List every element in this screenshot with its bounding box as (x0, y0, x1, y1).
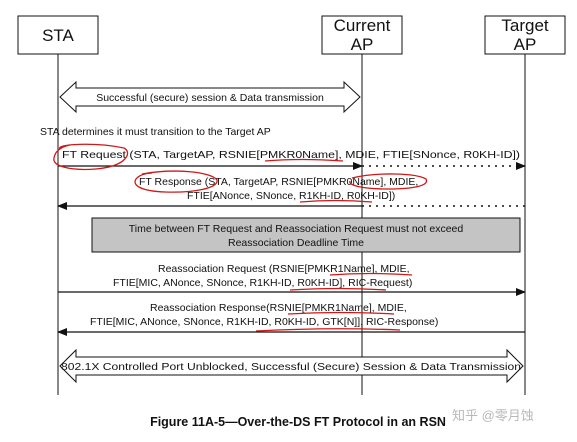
session-bottom-label: 802.1X Controlled Port Unblocked, Succes… (61, 361, 521, 373)
ft-response-label-line1: FT Response (STA, TargetAP, RSNIE[PMKR0N… (139, 176, 418, 188)
target-ap-label-line1: Target (501, 16, 549, 35)
reassoc-request-label-line2: FTIE[MIC, ANonce, SNonce, R1KH-ID, R0KH-… (113, 277, 412, 289)
ft-request-label: FT Request (STA, TargetAP, RSNIE[PMKR0Na… (62, 149, 520, 161)
figure-caption: Figure 11A-5—Over-the-DS FT Protocol in … (150, 415, 446, 429)
sta-box (17, 15, 99, 55)
current-ap-label-line2: AP (351, 35, 374, 54)
session-top-label: Successful (secure) session & Data trans… (96, 92, 324, 104)
r1kh-underline-reassoc-response (255, 328, 401, 332)
pmkr1name-underline-response (287, 311, 395, 315)
pmkr1name-underline-request (329, 272, 413, 276)
deadline-box (91, 217, 521, 253)
watermark: 知乎 @零月蚀 (452, 408, 534, 423)
reassoc-response-label-line1: Reassociation Response(RSNIE[PMKR1Name],… (150, 302, 407, 314)
ft-response-circle (134, 170, 218, 193)
session-top-arrow (59, 80, 361, 114)
r1kh-underline-reassoc-request (289, 287, 387, 291)
red-annotations (53, 143, 428, 332)
target-ap-label-line2: AP (514, 35, 537, 54)
ft-response-label-line2: FTIE[ANonce, SNonce, R1KH-ID, R0KH-ID]) (187, 190, 395, 202)
target-ap-box (484, 15, 566, 55)
sta-label: STA (42, 26, 74, 45)
deadline-label-line2: Reassociation Deadline Time (228, 237, 364, 249)
r1kh-underline-response (299, 199, 373, 203)
current-ap-box (321, 15, 403, 55)
reassoc-response-label-line2: FTIE[MIC, ANonce, SNonce, R1KH-ID, R0KH-… (90, 316, 438, 328)
ft-request-circle (53, 143, 129, 171)
pmkr0name-underline-request (264, 158, 344, 162)
pmkr0name-circle-response (349, 173, 428, 190)
session-bottom-arrow (59, 348, 524, 384)
reassoc-request-label-line1: Reassociation Request (RSNIE[PMKR1Name],… (158, 263, 410, 275)
sta-determines-label: STA determines it must transition to the… (40, 126, 271, 138)
current-ap-label-line1: Current (334, 16, 391, 35)
deadline-label-line1: Time between FT Request and Reassociatio… (129, 223, 464, 235)
